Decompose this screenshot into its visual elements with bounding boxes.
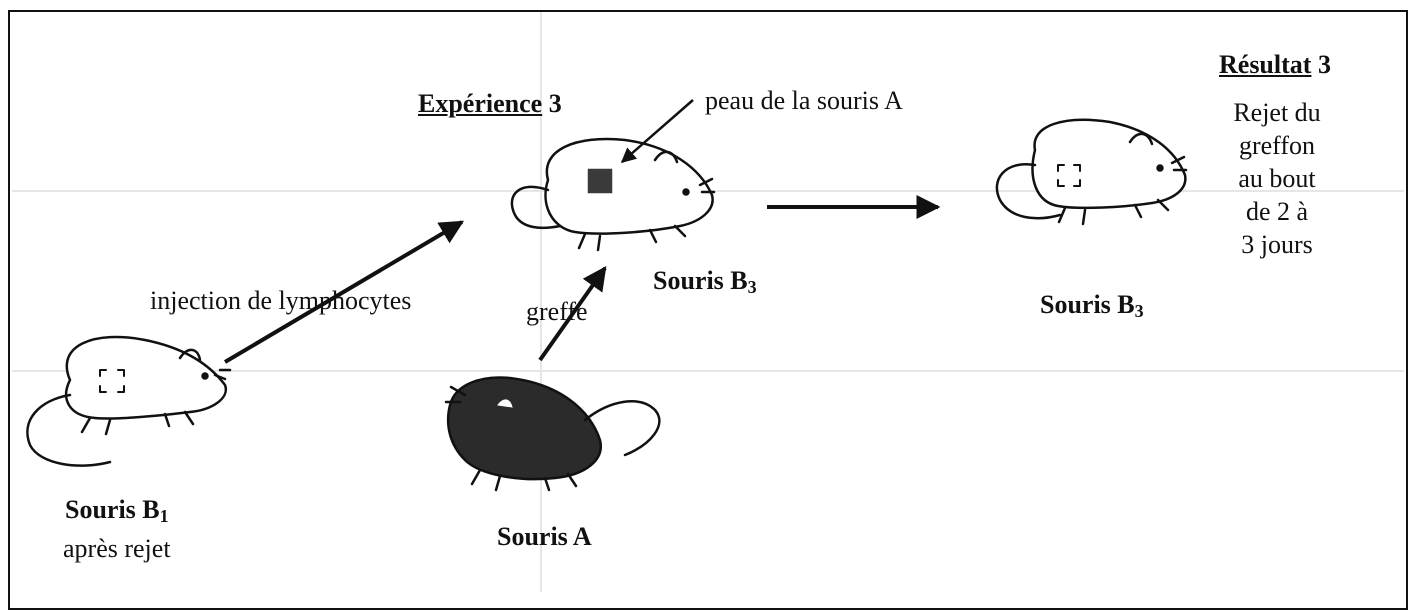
mouse-b3-center-label: Souris B3 [653, 266, 757, 297]
result-description: Rejet du greffon au bout de 2 à 3 jours [1233, 98, 1321, 259]
graft-arrow [538, 266, 607, 362]
background-bleed-line [540, 12, 542, 592]
background-bleed-line [12, 370, 1404, 372]
mouse-a-icon [444, 376, 661, 492]
mouse-b3-rejected-icon [995, 118, 1188, 226]
injection-arrow [223, 220, 465, 364]
mouse-a-label: Souris A [497, 522, 592, 551]
injection-label: injection de lymphocytes [150, 286, 412, 315]
result-title: Résultat 3 [1219, 50, 1331, 79]
skin-pointer-arrow [620, 99, 694, 163]
mouse-b1-icon [26, 335, 232, 467]
graft-label: greffe [526, 297, 588, 326]
diagram-artwork [26, 99, 1188, 492]
experience-title: Expérience 3 [418, 89, 562, 118]
skin-label: peau de la souris A [705, 86, 903, 115]
mouse-b3-result-label: Souris B3 [1040, 290, 1144, 321]
mouse-b1-caption: après rejet [63, 534, 171, 563]
mouse-b3-grafted-icon [510, 137, 716, 252]
mouse-b1-label: Souris B1 [65, 495, 169, 526]
